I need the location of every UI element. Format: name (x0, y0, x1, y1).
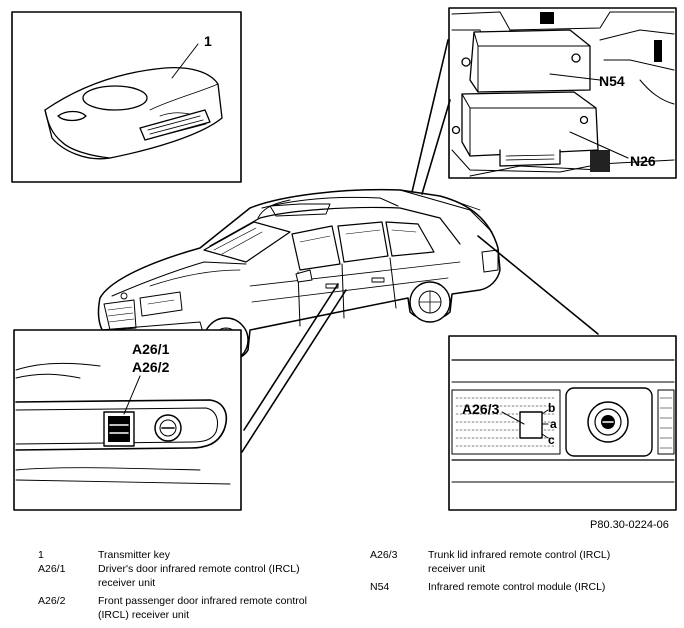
callout-transmitter: 1 (204, 33, 212, 49)
callout-a26-2: A26/2 (132, 359, 170, 375)
legend-code: 1 (38, 549, 44, 561)
figure-id: P80.30-0224-06 (590, 519, 669, 531)
ircl-module-n54 (461, 29, 591, 93)
callout-pin-b: b (548, 401, 555, 415)
module-n26 (451, 91, 599, 167)
trunk-ircl-receiver (519, 409, 549, 439)
legend-code: A26/3 (370, 549, 398, 561)
legend-desc: Driver's door infrared remote control (I… (98, 563, 300, 589)
legend-item: A26/2 Front passenger door infrared remo… (38, 594, 348, 622)
callout-a26-3: A26/3 (462, 401, 500, 417)
callout-pin-c: c (548, 433, 555, 447)
legend-item: 1 Transmitter key (38, 548, 348, 562)
callout-n54: N54 (599, 73, 625, 89)
legend-code: A26/1 (38, 563, 66, 575)
component-location-diagram: 1 (11, 7, 677, 511)
legend-desc: Infrared remote control module (IRCL) (428, 581, 606, 593)
door-ircl-receiver (103, 411, 135, 447)
legend-column-1: 1 Transmitter key A26/1 Driver's door in… (38, 548, 348, 622)
door-handle-inset: A26/1 A26/2 (13, 329, 242, 511)
legend-item: A26/3 Trunk lid infrared remote control … (370, 548, 670, 580)
control-module-inset: N54 N26 (448, 7, 677, 179)
trunk-lock-cylinder (587, 401, 629, 443)
callout-n26: N26 (630, 153, 656, 169)
door-lock-cylinder (154, 414, 182, 442)
legend-desc: Trunk lid infrared remote control (IRCL)… (428, 549, 611, 575)
legend-desc: Transmitter key (98, 549, 170, 561)
callout-pin-a: a (550, 417, 557, 431)
transmitter-key-inset: 1 (11, 11, 242, 183)
legend-desc: Front passenger door infrared remote con… (98, 595, 307, 621)
callout-a26-1: A26/1 (132, 341, 170, 357)
legend-item: N54 Infrared remote control module (IRCL… (370, 580, 670, 594)
legend-code: A26/2 (38, 595, 66, 607)
trunk-lid-inset: A26/3 b a c (448, 335, 677, 511)
legend-column-2: A26/3 Trunk lid infrared remote control … (370, 548, 670, 594)
leader-lines (241, 39, 599, 453)
legend-code: N54 (370, 581, 390, 593)
transmitter-key-icon (44, 66, 223, 160)
legend-item: A26/1 Driver's door infrared remote cont… (38, 562, 348, 594)
sedan-car-illustration (97, 188, 501, 363)
